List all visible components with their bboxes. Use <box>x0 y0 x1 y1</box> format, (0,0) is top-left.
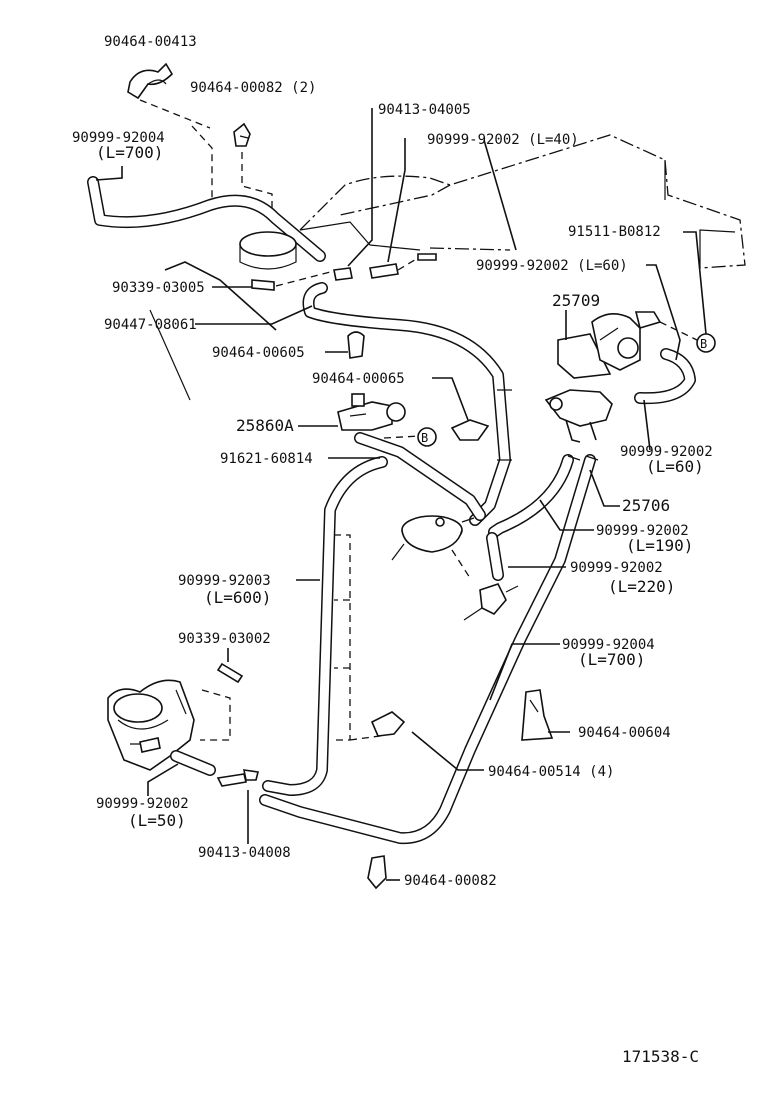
vacuum-switching-valve-icon <box>557 311 662 379</box>
bypass-valve-icon <box>463 583 519 621</box>
hose-clamp-icon <box>370 711 406 737</box>
hose-clamp-icon <box>521 689 554 741</box>
label-90999-92002-l220-len: (L=220) <box>608 577 675 596</box>
hose-clamp-icon <box>450 419 490 441</box>
hose-joint-icon <box>251 253 437 291</box>
label-90999-92004-mid-len: (L=700) <box>578 650 645 669</box>
hose-90999-92002-l50 <box>170 750 216 776</box>
ref-b-badge: B <box>696 333 716 353</box>
hose-parallel <box>354 432 486 521</box>
hose-clamp-icon <box>127 62 174 100</box>
label-90464-00514-4: 90464-00514 (4) <box>488 764 614 780</box>
engine-outline <box>149 134 746 401</box>
label-90464-00082: 90464-00082 <box>404 873 497 889</box>
label-91511-b0812: 91511-B0812 <box>568 224 661 240</box>
throttle-body-icon <box>107 679 195 771</box>
label-90464-00413: 90464-00413 <box>104 34 197 50</box>
label-90999-92002-l40: 90999-92002 (L=40) <box>427 132 579 148</box>
svg-text:B: B <box>421 431 428 445</box>
hose-clamp-icon <box>233 122 251 147</box>
label-90999-92003: 90999-92003 <box>178 573 271 589</box>
label-90413-04008: 90413-04008 <box>198 845 291 861</box>
vacuum-switching-valve-icon <box>337 393 406 431</box>
hose-90999-92004-long <box>259 454 599 845</box>
label-90999-92002-l190-len: (L=190) <box>626 536 693 555</box>
hose-90999-92004-top <box>87 176 326 262</box>
label-90999-92002-l220: 90999-92002 <box>570 560 663 576</box>
label-90999-92003-len: (L=600) <box>204 588 271 607</box>
label-90999-92004-top: 90999-92004 <box>72 130 165 146</box>
label-25860a: 25860A <box>236 416 294 435</box>
hose-clamp-icon <box>367 855 387 890</box>
hose-joint-icon <box>216 769 259 787</box>
ref-b-badge: B <box>417 427 437 447</box>
label-90999-92002-l190: 90999-92002 <box>596 523 689 539</box>
vacuum-switching-valve-icon <box>544 389 613 443</box>
label-90464-00605: 90464-00605 <box>212 345 305 361</box>
label-90999-92002-l60-top: 90999-92002 (L=60) <box>476 258 628 274</box>
label-90413-04005: 90413-04005 <box>378 102 471 118</box>
hose-90999-92003 <box>262 456 388 796</box>
label-90999-92002-l60-right: 90999-92002 <box>620 444 713 460</box>
label-90464-00604: 90464-00604 <box>578 725 671 741</box>
label-90464-00082-2: 90464-00082 (2) <box>190 80 316 96</box>
label-90447-08061: 90447-08061 <box>104 317 197 333</box>
vacuum-modulator-icon <box>391 515 475 561</box>
hose-clamp-icon <box>347 331 365 359</box>
label-90999-92004-top-len: (L=700) <box>96 143 163 162</box>
svg-text:B: B <box>700 337 707 351</box>
diagram-id: 171538-C <box>622 1047 699 1066</box>
label-90999-92004-mid: 90999-92004 <box>562 637 655 653</box>
label-91621-60814: 91621-60814 <box>220 451 313 467</box>
label-25706: 25706 <box>622 496 670 515</box>
vacuum-tank-icon <box>239 231 297 270</box>
label-90464-00065: 90464-00065 <box>312 371 405 387</box>
label-90339-03002: 90339-03002 <box>178 631 271 647</box>
label-90999-92002-l50: 90999-92002 <box>96 796 189 812</box>
label-90999-92002-l60-right-len: (L=60) <box>646 457 704 476</box>
label-90999-92002-l50-len: (L=50) <box>128 811 186 830</box>
label-90339-03005: 90339-03005 <box>112 280 205 296</box>
hose-90999-92002-l60 <box>634 348 696 405</box>
label-25709: 25709 <box>552 291 600 310</box>
hose-90999-92002-l220 <box>486 532 504 581</box>
leader-lines <box>95 108 707 881</box>
part-labels: 90464-00413 90464-00082 (2) 90413-04005 … <box>72 34 713 1066</box>
bolt-icon <box>216 662 244 684</box>
hose-90999-92002-main <box>302 282 512 526</box>
